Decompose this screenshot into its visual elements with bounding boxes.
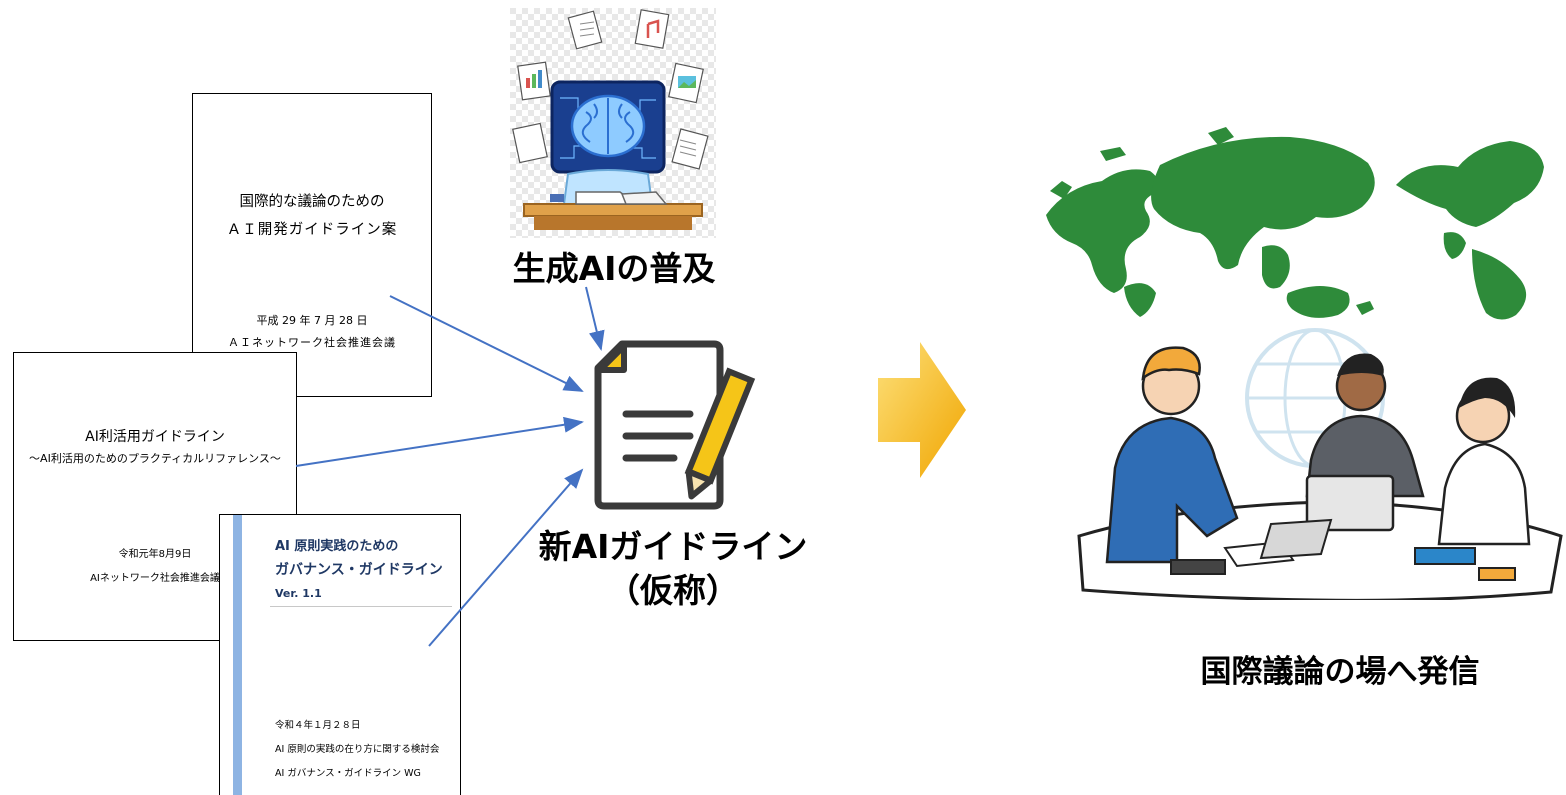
doc1-title-line2: ＡＩ開発ガイドライン案 bbox=[226, 222, 398, 238]
document-ai-development-guideline: 国際的な議論のための ＡＩ開発ガイドライン案 平成 29 年 7 月 28 日 … bbox=[192, 93, 432, 397]
doc3-org-line2: AI ガバナンス・ガイドライン WG bbox=[275, 768, 421, 779]
new-guideline-label-line2: （仮称） bbox=[607, 571, 739, 610]
doc2-date: 令和元年8月9日 bbox=[118, 549, 192, 560]
world-map-icon bbox=[1046, 127, 1544, 320]
doc2-org: AIネットワーク社会推進会議 bbox=[90, 573, 220, 584]
arrow-from-doc2 bbox=[295, 416, 584, 467]
doc3-title-line1: AI 原則実践のための bbox=[275, 539, 399, 554]
doc3-org-line1: AI 原則の実践の在り方に関する検討会 bbox=[275, 744, 440, 755]
international-debate-label: 国際議論の場へ発信 bbox=[1200, 654, 1480, 690]
big-arrow-icon bbox=[878, 342, 966, 478]
doc1-org: ＡＩネットワーク社会推進会議 bbox=[228, 336, 396, 349]
doc2-title: AI利活用ガイドライン bbox=[85, 429, 225, 445]
doc3-title-line2: ガバナンス・ガイドライン bbox=[275, 562, 443, 578]
doc1-date: 平成 29 年 7 月 28 日 bbox=[256, 314, 368, 327]
generative-ai-label: 生成AIの普及 bbox=[512, 249, 716, 288]
doc1-title-line1: 国際的な議論のための bbox=[239, 194, 385, 210]
doc3-divider bbox=[270, 606, 452, 607]
doc2-subtitle: ～AI利活用のためのプラクティカルリファレンス～ bbox=[29, 452, 281, 465]
document-pencil-icon bbox=[594, 340, 756, 510]
doc3-accent-bar bbox=[233, 515, 242, 795]
ai-brain-robot-icon bbox=[510, 8, 716, 238]
new-guideline-label-line1: 新AIガイドライン bbox=[538, 527, 808, 566]
business-meeting-icon bbox=[1077, 328, 1563, 600]
doc3-date: 令和４年１月２８日 bbox=[275, 720, 361, 731]
doc3-version: Ver. 1.1 bbox=[275, 587, 322, 600]
document-governance-guideline: AI 原則実践のための ガバナンス・ガイドライン Ver. 1.1 令和４年１月… bbox=[219, 514, 461, 795]
